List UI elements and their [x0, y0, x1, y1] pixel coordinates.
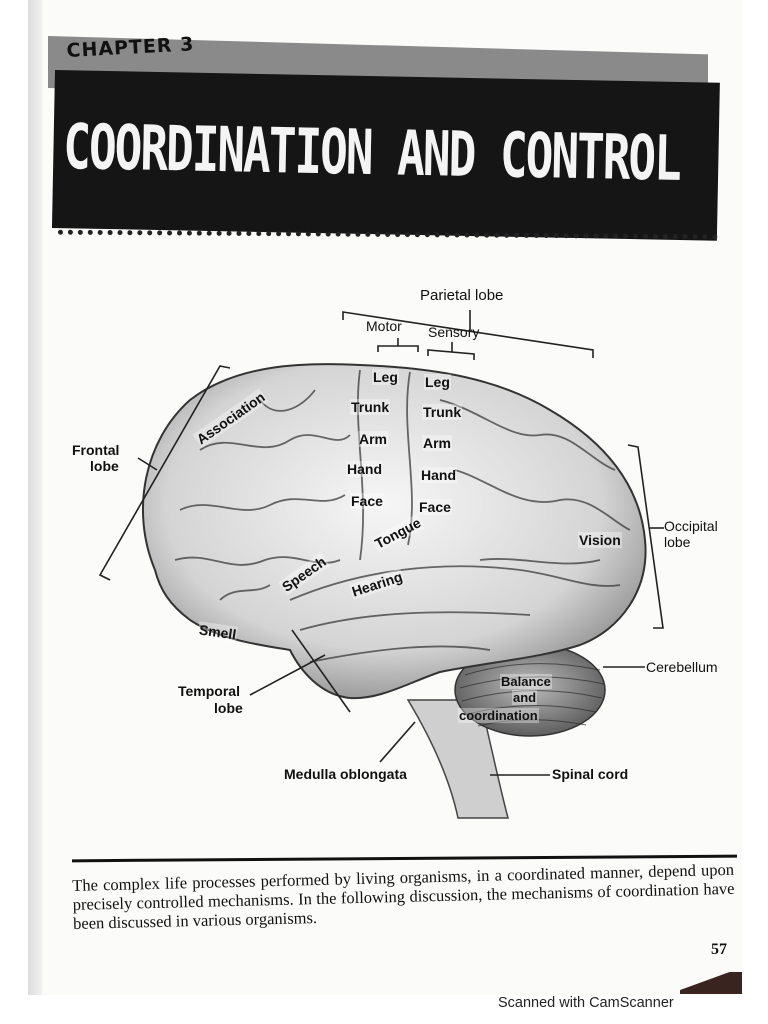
sensory-hand-label: Hand [420, 467, 457, 483]
chapter-title: COORDINATION AND CONTROL [62, 110, 681, 195]
sensory-trunk-label: Trunk [422, 404, 463, 420]
and-label: and [512, 690, 538, 705]
frontal-lobe-label-line1: Frontal [72, 442, 120, 458]
book-gutter [28, 0, 42, 995]
cerebellum-label: Cerebellum [646, 659, 718, 675]
medulla-oblongata-label: Medulla oblongata [284, 766, 407, 782]
spinal-cord-label: Spinal cord [552, 766, 629, 782]
motor-trunk-label: Trunk [350, 399, 391, 415]
parietal-lobe-label: Parietal lobe [420, 287, 504, 304]
page-number: 57 [711, 941, 727, 958]
frontal-lobe-label-line2: lobe [90, 458, 119, 474]
balance-label: Balance [500, 674, 552, 689]
motor-face-label: Face [350, 493, 384, 509]
motor-label: Motor [366, 318, 402, 334]
sensory-leg-label: Leg [424, 374, 451, 390]
occipital-lobe-label-line1: Occipital [664, 518, 718, 534]
brain-illustration [98, 310, 664, 819]
brain-figure: Parietal lobe Motor Sensory Frontal lobe… [60, 270, 740, 830]
coordination-label: coordination [458, 708, 539, 723]
sensory-arm-label: Arm [422, 435, 453, 451]
scanner-watermark: Scanned with CamScanner [498, 995, 674, 1011]
page-corner-shadow [680, 972, 742, 994]
brain-stem-shape [406, 699, 509, 819]
motor-hand-label: Hand [346, 461, 383, 477]
vision-label: Vision [578, 532, 622, 548]
motor-arm-label: Arm [358, 431, 389, 447]
sensory-label: Sensory [428, 324, 480, 340]
occipital-lobe-label-line2: lobe [664, 534, 691, 550]
temporal-lobe-label-line2: lobe [214, 700, 243, 716]
motor-leg-label: Leg [372, 369, 399, 385]
sensory-face-label: Face [418, 499, 452, 515]
temporal-lobe-label-line1: Temporal [178, 683, 240, 699]
